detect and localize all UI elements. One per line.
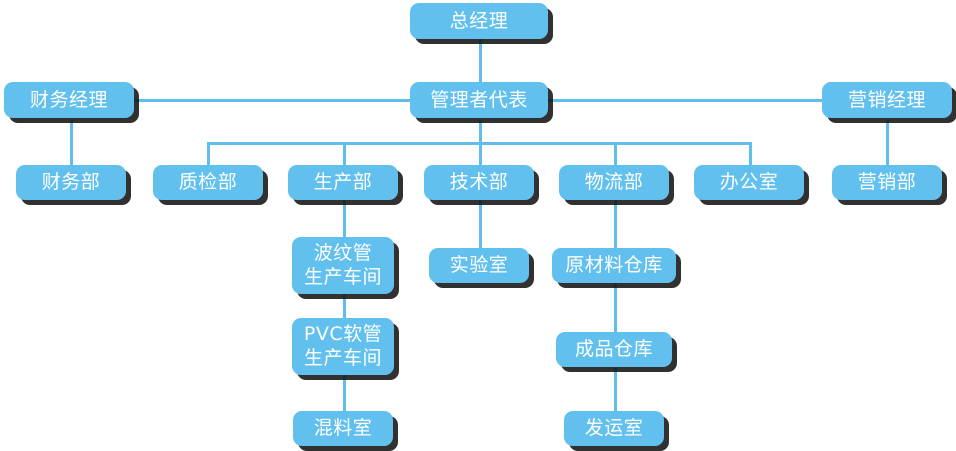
node-label: 原材料仓库 [565, 254, 663, 277]
node-label: 成品仓库 [574, 338, 653, 361]
connector-finmgr-to-findept [70, 120, 73, 166]
connector-techdept-to-lab [479, 200, 482, 249]
connector-bus-to-office [749, 142, 752, 166]
connector-finwh-to-shiproom [614, 368, 617, 417]
node-quality-inspection-department[interactable]: 质检部 [153, 165, 263, 200]
node-marketing-department[interactable]: 营销部 [832, 165, 942, 200]
node-label: 技术部 [449, 171, 509, 194]
node-label-line2: 生产车间 [303, 265, 382, 288]
node-label: 实验室 [449, 254, 509, 277]
connector-bus-to-qcdept [207, 142, 210, 166]
node-label: 财务部 [41, 171, 101, 194]
node-label-line2: 生产车间 [303, 346, 382, 369]
node-label: 营销部 [857, 171, 917, 194]
node-finance-manager[interactable]: 财务经理 [4, 82, 134, 118]
node-office[interactable]: 办公室 [694, 165, 804, 200]
node-finished-goods-warehouse[interactable]: 成品仓库 [556, 332, 672, 367]
node-technology-department[interactable]: 技术部 [424, 165, 534, 200]
node-label: 营销经理 [847, 88, 926, 111]
node-logistics-department[interactable]: 物流部 [559, 165, 669, 200]
node-pvc-hose-workshop[interactable]: PVC软管 生产车间 [292, 318, 394, 375]
node-label: 总经理 [449, 9, 509, 32]
node-label: 财务经理 [29, 88, 108, 111]
node-label: 物流部 [584, 171, 644, 194]
connector-bus-to-proddept [343, 142, 346, 166]
node-label: 混料室 [313, 417, 373, 440]
connector-bus-to-logidept [614, 142, 617, 166]
node-label: 生产部 [313, 171, 373, 194]
connector-gm-to-mgmtrep [479, 38, 482, 102]
node-label: 质检部 [178, 171, 238, 194]
connector-rawwh-to-finwh [614, 283, 617, 333]
connector-mktmgr-to-mktdept [886, 120, 889, 166]
node-label: 发运室 [584, 417, 644, 440]
node-bellows-workshop[interactable]: 波纹管 生产车间 [292, 237, 394, 294]
node-label: 办公室 [719, 171, 779, 194]
node-shipping-room[interactable]: 发运室 [564, 411, 664, 446]
node-mixing-room[interactable]: 混料室 [293, 411, 393, 446]
connector-proddept-to-bellows [343, 200, 346, 238]
connector-logidept-to-rawwh [614, 200, 617, 249]
connector-pvc-to-mixroom [343, 374, 346, 412]
node-finance-department[interactable]: 财务部 [16, 165, 126, 200]
node-raw-material-warehouse[interactable]: 原材料仓库 [552, 248, 676, 283]
node-marketing-manager[interactable]: 营销经理 [822, 82, 952, 118]
node-management-representative[interactable]: 管理者代表 [410, 82, 548, 118]
node-laboratory[interactable]: 实验室 [429, 248, 529, 283]
connector-bus-to-techdept [479, 142, 482, 166]
node-production-department[interactable]: 生产部 [288, 165, 398, 200]
node-label-line1: PVC软管 [303, 322, 383, 345]
node-label: 管理者代表 [430, 88, 528, 111]
node-general-manager[interactable]: 总经理 [410, 3, 548, 39]
node-label-line1: 波纹管 [313, 241, 373, 264]
connector-bellows-to-pvc [343, 293, 346, 319]
